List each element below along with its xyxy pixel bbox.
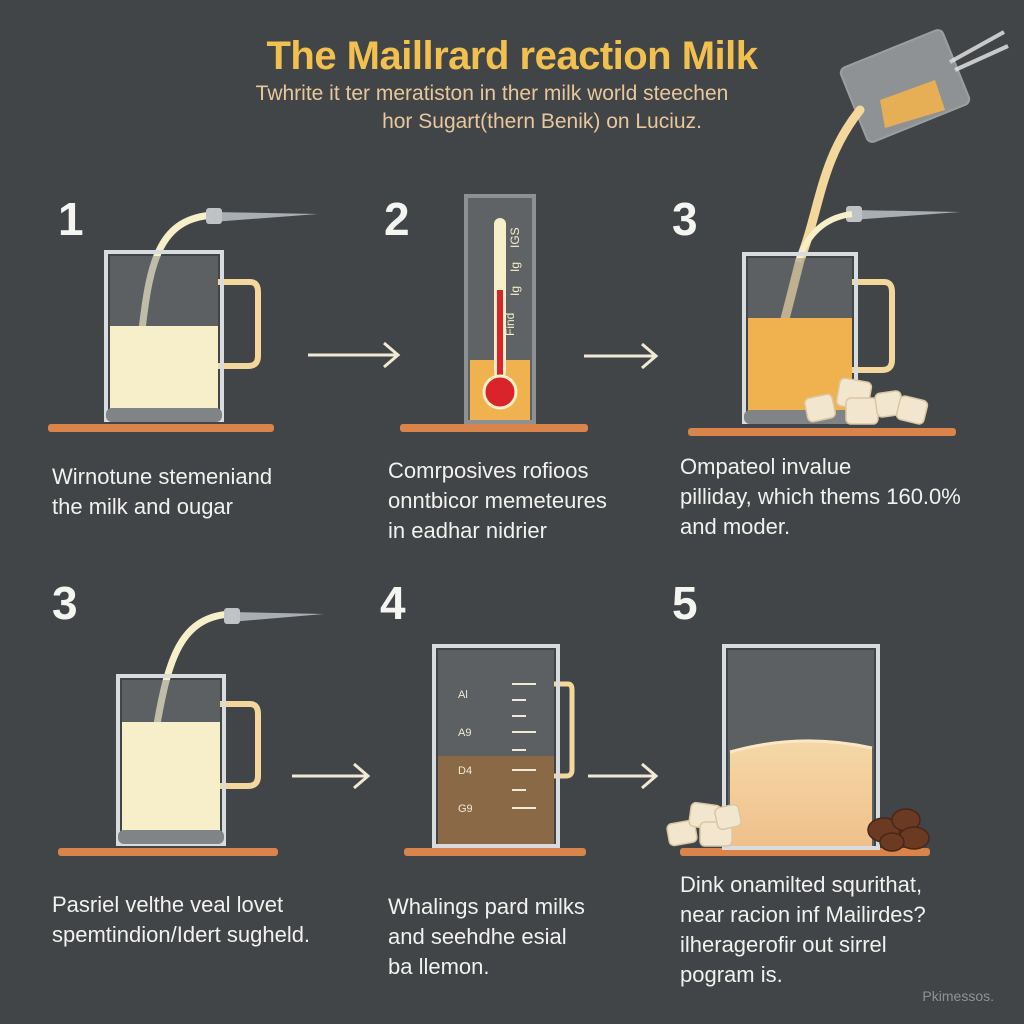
subtitle-line: hor Sugart(thern Benik) on Luciuz. bbox=[382, 110, 702, 133]
caption-line: Whalings pard milks bbox=[388, 894, 585, 919]
measuring-beaker-icon bbox=[404, 644, 586, 856]
beaker-scale: Al A9 D4 G9 bbox=[458, 689, 473, 815]
step-caption: Pasriel velthe veal lovet spemtindion/Id… bbox=[52, 890, 310, 950]
caramel-chunks-icon bbox=[867, 808, 930, 852]
caption-line: and seehdhe esial bbox=[388, 924, 567, 949]
subtitle-line: Twhrite it ter meratiston in ther milk w… bbox=[255, 82, 729, 105]
thermometer-scale: Find Ig Ig IGS bbox=[503, 227, 522, 336]
caption-line: pilliday, which thems 160.0% bbox=[680, 484, 961, 509]
thermometer-label: IGS bbox=[508, 227, 522, 248]
beaker-label: A9 bbox=[458, 727, 471, 739]
step-number: 3 bbox=[672, 193, 698, 245]
milk-mug-icon bbox=[58, 608, 324, 856]
thermometer-label: Ig bbox=[508, 286, 522, 296]
arrow-right-icon bbox=[292, 762, 371, 790]
watermark: Pkimessos. bbox=[922, 988, 994, 1004]
thermometer-label: Ig bbox=[508, 262, 522, 272]
step-caption: Comrposives rofioos onntbicor memeteures… bbox=[388, 456, 607, 546]
caption-line: Pasriel velthe veal lovet bbox=[52, 892, 284, 917]
caption-line: near racion inf Mailirdes? bbox=[680, 902, 926, 927]
sugar-cubes-icon bbox=[666, 801, 742, 847]
caramel-mug-icon bbox=[688, 206, 960, 436]
beaker-label: G9 bbox=[458, 803, 473, 815]
pouring-pitcher-icon bbox=[839, 29, 1009, 143]
caption-line: Ompateol invalue bbox=[680, 454, 852, 479]
sugar-cubes-icon bbox=[803, 377, 929, 425]
caption-line: and moder. bbox=[680, 514, 791, 539]
step-number: 4 bbox=[380, 577, 406, 629]
beaker-label: Al bbox=[458, 689, 468, 701]
step-number: 2 bbox=[384, 193, 410, 245]
step-number: 5 bbox=[672, 577, 698, 629]
caption-line: ilheragerofir out sirrel bbox=[680, 932, 887, 957]
thermometer-label: Find bbox=[503, 313, 517, 336]
step-caption: Whalings pard milks and seehdhe esial ba… bbox=[388, 892, 585, 982]
step-number: 1 bbox=[58, 193, 84, 245]
sugar-glass-icon bbox=[680, 644, 930, 856]
step-caption: Ompateol invalue pilliday, which thems 1… bbox=[680, 452, 961, 542]
caption-line: in eadhar nidrier bbox=[388, 518, 547, 543]
arrow-right-icon bbox=[308, 341, 401, 369]
milk-mug-icon bbox=[48, 208, 318, 432]
caption-line: Dink onamilted squrithat, bbox=[680, 872, 923, 897]
arrow-right-icon bbox=[588, 762, 659, 790]
thermometer-icon bbox=[400, 194, 588, 432]
caption-line: pogram is. bbox=[680, 962, 783, 987]
caption-line: ba llemon. bbox=[388, 954, 490, 979]
page-title: The Maillrard reaction Milk bbox=[266, 34, 758, 78]
arrow-right-icon bbox=[584, 342, 659, 370]
caption-line: Wirnotune stemeniand bbox=[52, 464, 273, 489]
caption-line: Comrposives rofioos bbox=[388, 458, 589, 483]
caption-line: the milk and ougar bbox=[52, 494, 233, 519]
step-number: 3 bbox=[52, 577, 78, 629]
caption-line: onntbicor memeteures bbox=[388, 488, 607, 513]
step-caption: Wirnotune stemeniand the milk and ougar bbox=[52, 462, 272, 522]
beaker-label: D4 bbox=[458, 765, 472, 777]
step-caption: Dink onamilted squrithat, near racion in… bbox=[680, 870, 926, 990]
caption-line: spemtindion/Idert sugheld. bbox=[52, 922, 311, 947]
